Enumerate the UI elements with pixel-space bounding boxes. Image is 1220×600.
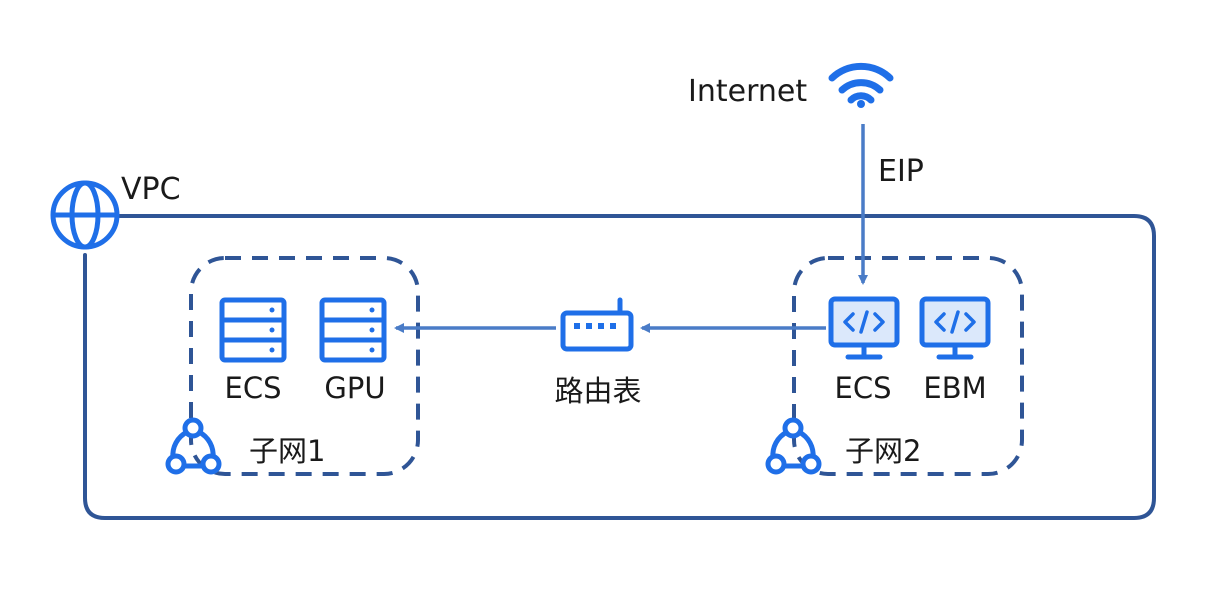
- ebm-label: EBM: [923, 371, 986, 405]
- ecs-monitor-code-icon: [828, 296, 900, 360]
- route-table-label: 路由表: [554, 374, 641, 408]
- ecs-label-subnet1: ECS: [225, 371, 282, 405]
- wifi-icon: [828, 62, 894, 108]
- gpu-server-icon: [319, 297, 387, 363]
- ebm-monitor-code-icon: [919, 296, 991, 360]
- vpc-container: [83, 214, 1156, 520]
- ecs-label-subnet2: ECS: [835, 371, 892, 405]
- vpc-label: VPC: [121, 172, 181, 207]
- subnet2-box: [792, 256, 1024, 476]
- subnet1-network-icon: [165, 417, 222, 475]
- router-icon: [560, 297, 634, 352]
- subnet1-box: [189, 256, 420, 476]
- globe-icon: [50, 180, 120, 250]
- subnet2-label: 子网2: [845, 434, 921, 468]
- eip-label: EIP: [878, 154, 924, 189]
- subnet1-label: 子网1: [249, 434, 325, 468]
- gpu-label: GPU: [324, 371, 385, 405]
- subnet2-network-icon: [765, 417, 822, 475]
- internet-label: Internet: [688, 74, 807, 109]
- ecs-server-icon: [219, 297, 287, 363]
